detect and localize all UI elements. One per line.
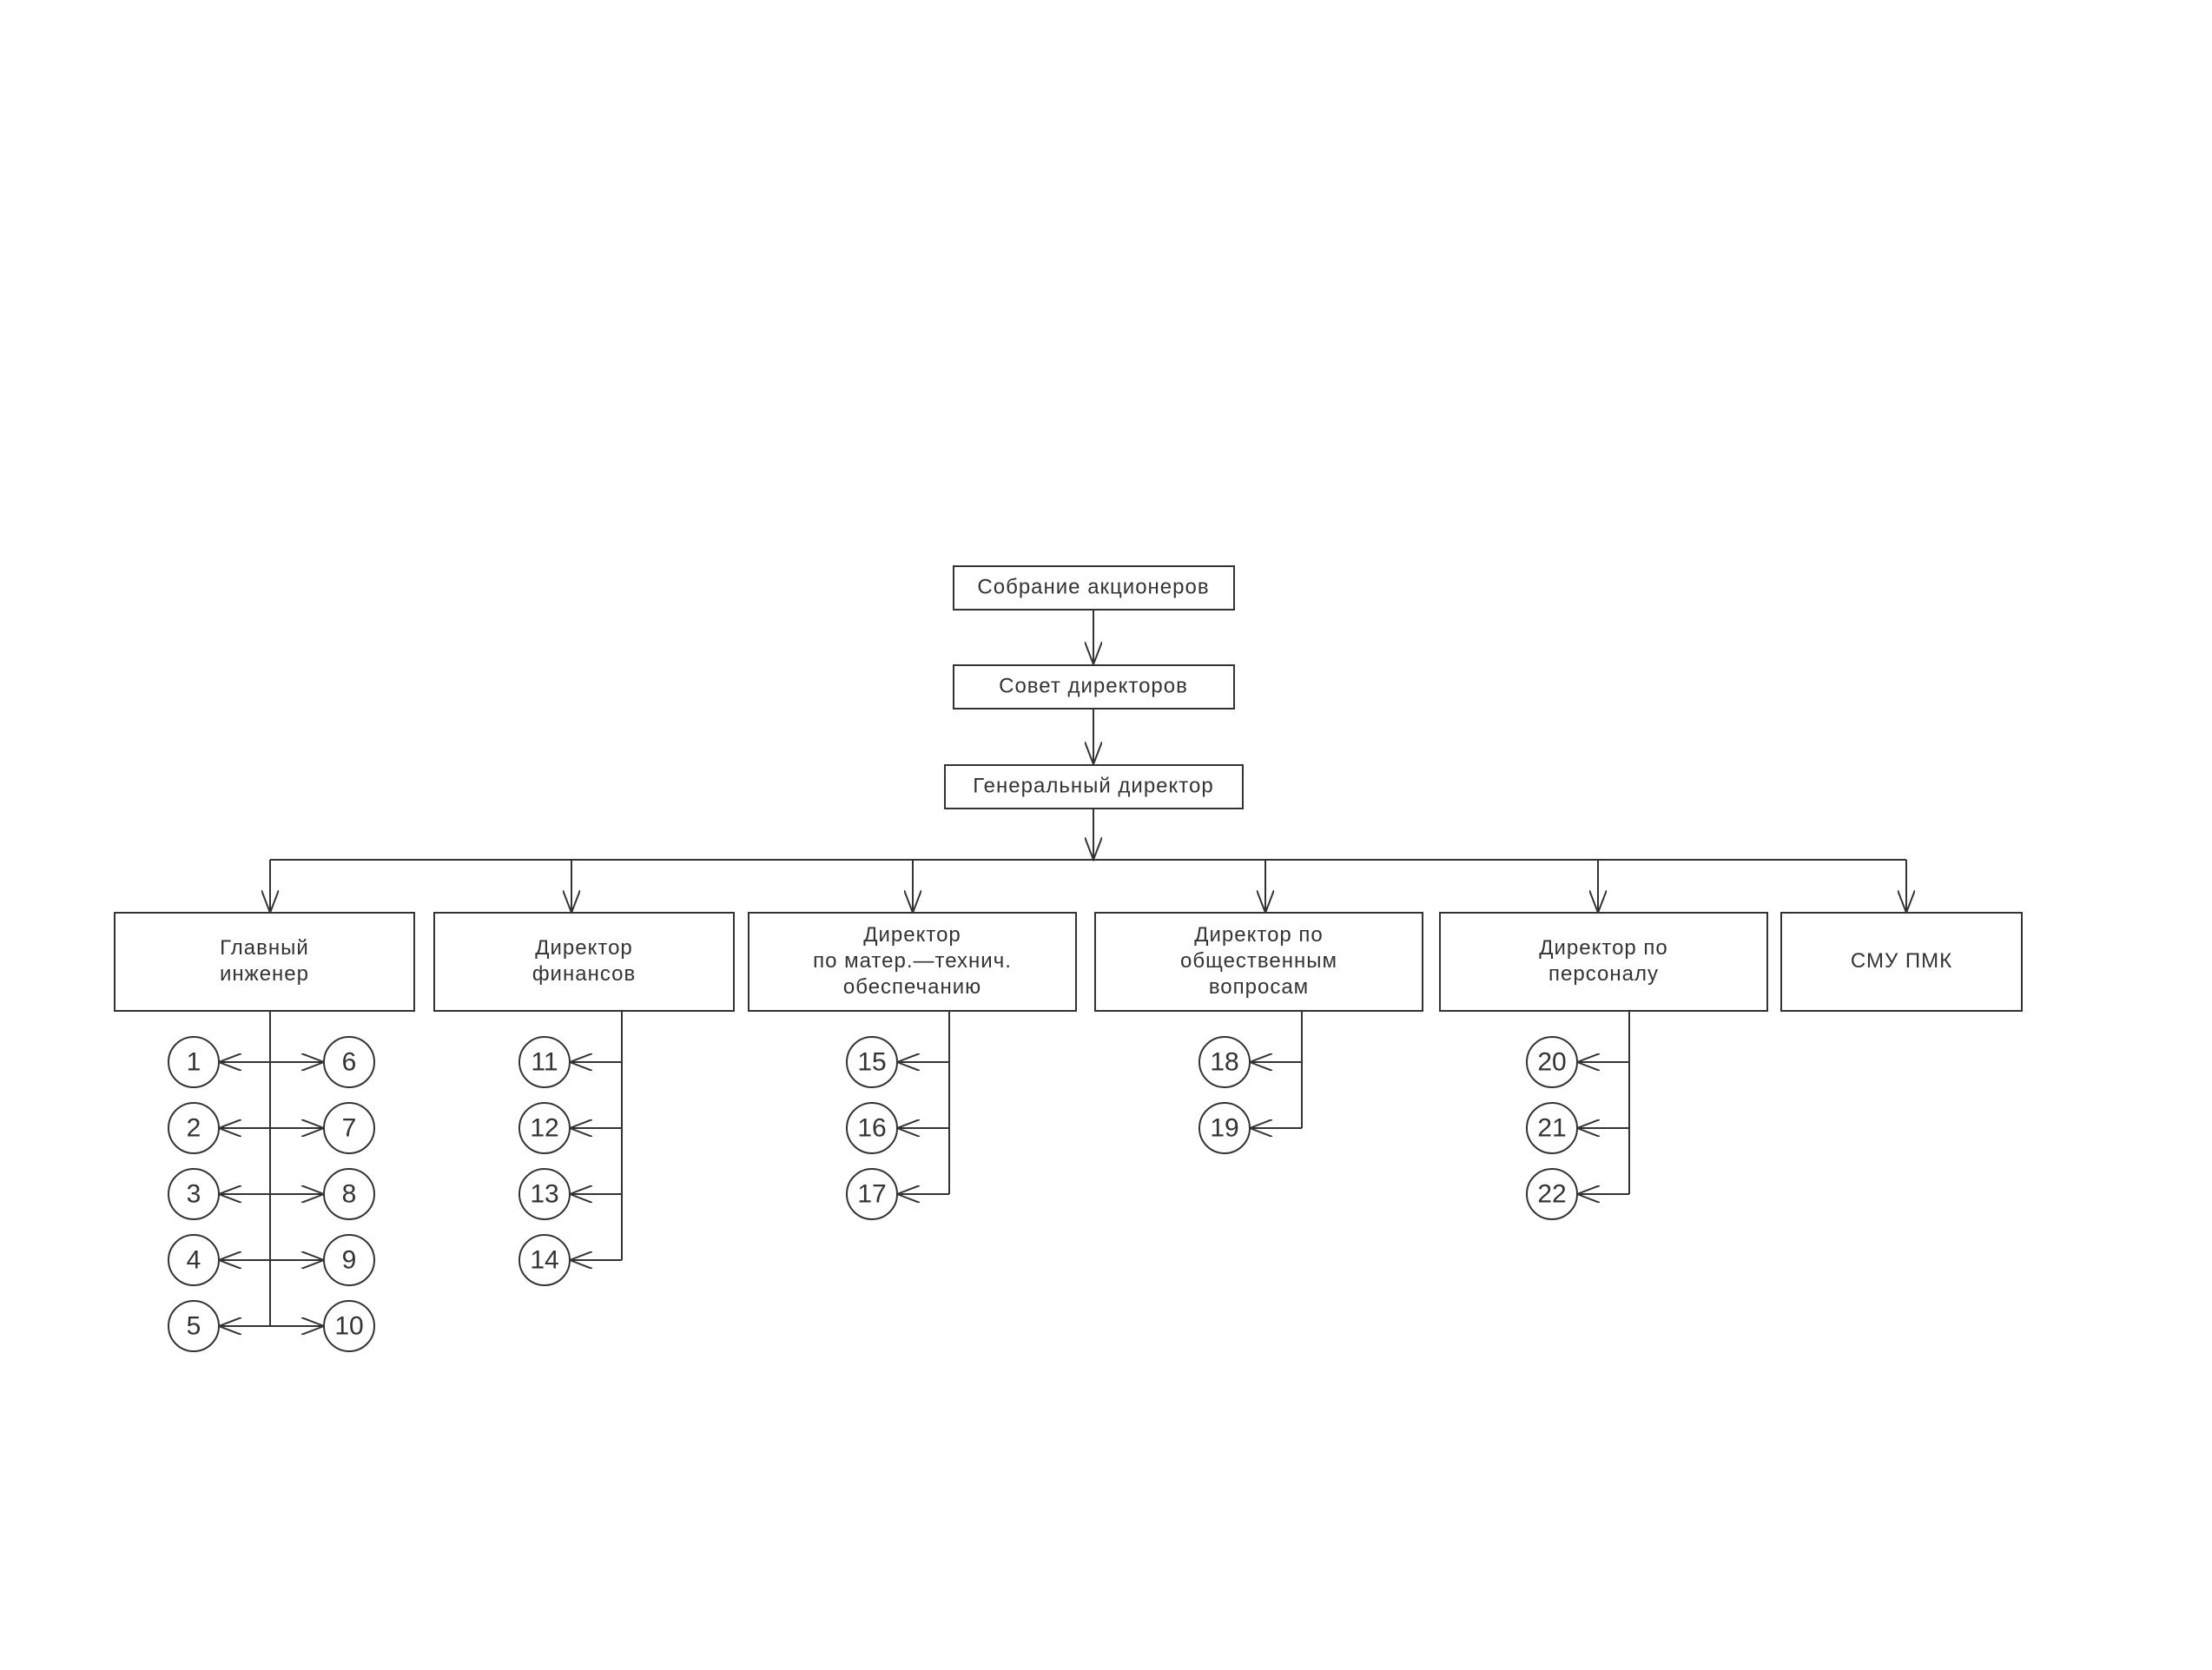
subunit-number: 12 [530,1114,558,1143]
subunit-number: 20 [1537,1048,1566,1077]
dept-box [1439,912,1768,1012]
dept-label-line: вопросам [1209,975,1309,999]
top-node-board-of-directors: Совет директоров [953,664,1235,710]
subunit-circle [168,1036,220,1088]
subunit-number: 3 [187,1180,201,1209]
subunits-finance-director: 11 12 13 14 [518,1011,623,1286]
subunit-number: 13 [530,1180,558,1209]
subunit-circle [1526,1036,1578,1088]
dept-box [748,912,1077,1012]
subunit-circle [168,1102,220,1154]
dept-label-line: СМУ ПМК [1851,949,1952,973]
subunit-circle [518,1234,571,1286]
subunit-number: 14 [530,1246,558,1275]
dept-label-line: общественным [1180,949,1337,973]
subunit-circle [1526,1168,1578,1220]
dept-label-line: финансов [532,962,636,986]
subunit-number: 5 [187,1312,201,1341]
node-label: Собрание акционеров [977,575,1209,598]
dept-smu-pmk: СМУ ПМК [1780,860,2023,1012]
subunit-number: 22 [1537,1180,1566,1209]
subunit-circle [846,1036,898,1088]
dept-label-line: по матер.—технич. [813,949,1012,973]
dept-label-line: Директор [535,936,633,960]
departments: ГлавныйинженерДиректорфинансовДиректорпо… [114,860,2023,1012]
subunit-number: 1 [187,1048,201,1077]
subunit-number: 10 [334,1312,363,1341]
subunit-circle [1198,1102,1251,1154]
subunits-supply-director: 15 16 17 [846,1011,950,1220]
dept-box [1094,912,1423,1012]
subunit-number: 16 [857,1114,886,1143]
dept-label-line: инженер [220,962,309,986]
dept-box [433,912,735,1012]
subunit-number: 6 [342,1048,357,1077]
top-node-shareholders-meeting: Собрание акционеров [953,565,1235,611]
dept-label-line: персоналу [1548,962,1659,986]
subunit-circle [323,1036,375,1088]
top-node-general-director: Генеральный директор [944,764,1244,809]
subunit-circle [1526,1102,1578,1154]
subunits-hr-director: 20 21 22 [1526,1011,1630,1220]
subunit-number: 7 [342,1114,357,1143]
subunit-circle [168,1300,220,1352]
subunit-circle [168,1168,220,1220]
dept-label-line: Директор по [1194,923,1324,947]
subunit-circle [168,1234,220,1286]
subunits-chief-engineer: 1 6 2 7 3 8 4 9 5 10 [168,1011,375,1352]
subunit-number: 8 [342,1180,357,1209]
dept-box [114,912,415,1012]
subunit-circle [518,1036,571,1088]
subunit-number: 2 [187,1114,201,1143]
dept-label-line: Директор [863,923,961,947]
subunit-circle [323,1300,375,1352]
subunit-circle [518,1102,571,1154]
dept-label-line: Директор по [1539,936,1668,960]
subunit-number: 21 [1537,1114,1566,1143]
subunit-circle [846,1168,898,1220]
subunit-number: 4 [187,1246,201,1275]
subunit-number: 17 [857,1180,886,1209]
subunit-circle [846,1102,898,1154]
dept-label-line: Главный [220,936,309,960]
dept-label-line: обеспечанию [843,975,981,999]
subunit-number: 9 [342,1246,357,1275]
subunit-circle [323,1102,375,1154]
subunit-number: 19 [1210,1114,1238,1143]
node-label: Генеральный директор [973,774,1213,797]
subunit-number: 15 [857,1048,886,1077]
subunit-circle [323,1168,375,1220]
subunit-number: 18 [1210,1048,1238,1077]
dept-box [1780,912,2023,1012]
subunit-circle [518,1168,571,1220]
subunit-number: 11 [531,1048,558,1077]
subunit-circle [1198,1036,1251,1088]
subunit-circle [323,1234,375,1286]
node-label: Совет директоров [999,674,1188,697]
